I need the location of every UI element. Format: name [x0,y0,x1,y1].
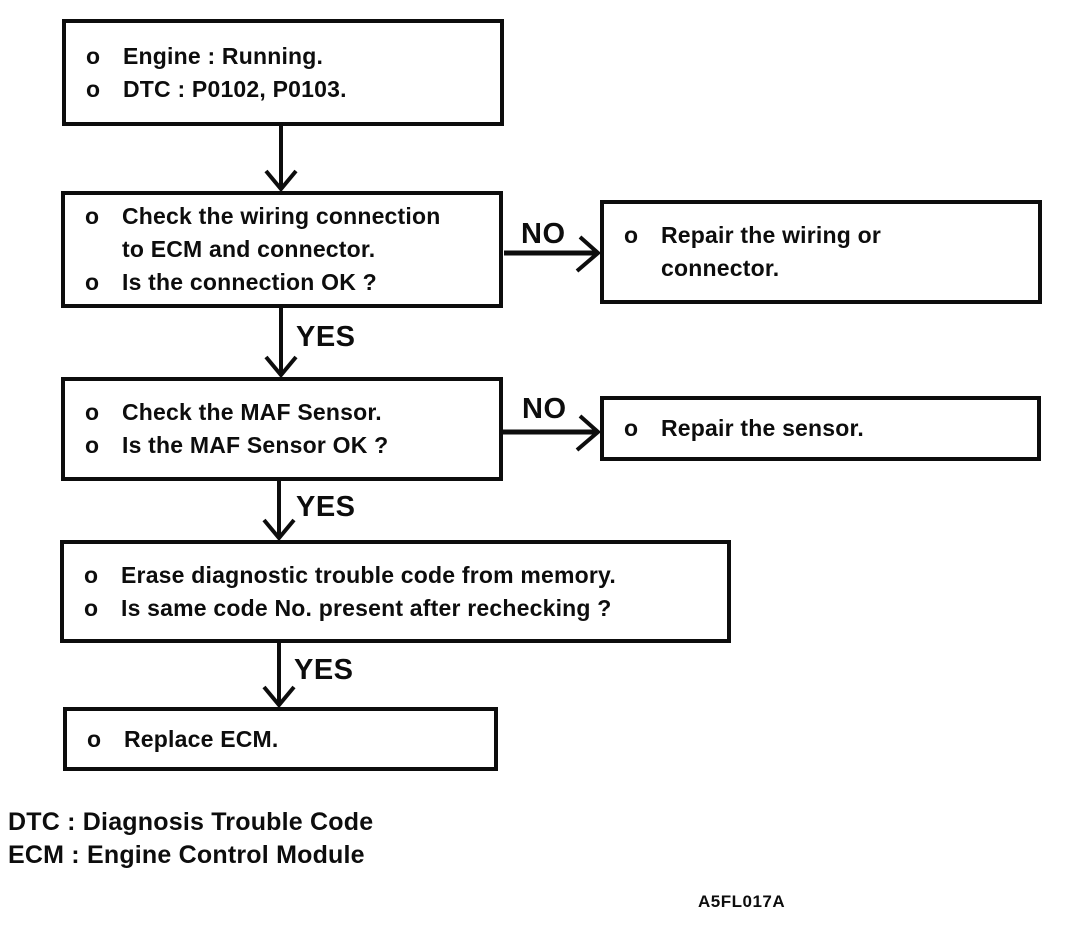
box-text-maf-ok: Is the MAF Sensor OK ? [122,432,389,458]
flow-box-check-maf-sensor: o Check the MAF Sensor. o Is the MAF Sen… [61,377,503,481]
legend-line-dtc: DTC : Diagnosis Trouble Code [8,808,374,836]
arrowhead-down-check-wiring-to-check-maf [264,355,298,379]
edge-label-yes-check-wiring: YES [296,321,356,353]
bullet-marker: o [86,75,101,102]
list-item: o Check the wiring connection to ECM and… [85,200,491,266]
legend-line-ecm: ECM : Engine Control Module [8,841,365,869]
list-item: o Is the connection OK ? [85,266,491,299]
flow-box-check-wiring: o Check the wiring connection to ECM and… [61,191,503,308]
arrowhead-right-check-wiring-to-repair-wiring [575,235,602,273]
list-item: o Repair the wiring or connector. [624,219,1030,285]
flow-box-start-conditions: o Engine : Running. o DTC : P0102, P0103… [62,19,504,126]
list-item: o Is same code No. present after recheck… [84,592,719,625]
flow-box-repair-wiring: o Repair the wiring or connector. [600,200,1042,304]
flow-box-replace-ecm: o Replace ECM. [63,707,498,771]
box-text-repair-sensor: Repair the sensor. [661,415,865,441]
edge-label-yes-check-maf: YES [296,491,356,523]
bullet-marker: o [84,561,99,588]
box-text-repair-wiring: Repair the wiring or connector. [661,222,881,281]
figure-code: A5FL017A [698,892,786,911]
list-item: o Erase diagnostic trouble code from mem… [84,559,719,592]
bullet-marker: o [85,399,100,425]
bullet-marker: o [85,269,100,295]
bullet-marker: o [85,203,100,229]
edge-label-no-check-wiring: NO [521,218,566,250]
bullet-marker: o [84,594,99,621]
arrowhead-down-start-to-check-wiring [264,169,298,193]
list-item: o Is the MAF Sensor OK ? [85,429,491,462]
list-item: o Replace ECM. [87,723,486,756]
bullet-marker: o [624,415,639,441]
list-item: o Repair the sensor. [624,412,1029,445]
box-text-replace-ecm: Replace ECM. [124,725,279,752]
bullet-marker: o [87,725,102,752]
abbreviation-legend: DTC : Diagnosis Trouble Code ECM : Engin… [8,806,373,872]
flow-box-erase-dtc: o Erase diagnostic trouble code from mem… [60,540,731,643]
arrowhead-down-check-maf-to-erase-dtc [262,518,296,542]
arrowhead-right-check-maf-to-repair-sensor [575,414,602,452]
list-item: o Check the MAF Sensor. [85,396,491,429]
flow-box-repair-sensor: o Repair the sensor. [600,396,1041,461]
box-text-check-maf: Check the MAF Sensor. [122,399,382,425]
box-text-erase-code: Erase diagnostic trouble code from memor… [121,561,616,588]
edge-label-yes-erase-dtc: YES [294,654,354,686]
box-text-dtc-codes: DTC : P0102, P0103. [123,75,347,102]
box-text-same-code: Is same code No. present after recheckin… [121,594,612,621]
list-item: o DTC : P0102, P0103. [86,73,492,106]
arrowhead-down-erase-dtc-to-replace-ecm [262,685,296,709]
bullet-marker: o [86,42,101,69]
box-text-engine-running: Engine : Running. [123,42,324,69]
box-text-check-wiring: Check the wiring connection to ECM and c… [122,203,441,262]
bullet-marker: o [624,222,639,248]
box-text-connection-ok: Is the connection OK ? [122,269,377,295]
edge-label-no-check-maf: NO [522,393,567,425]
bullet-marker: o [85,432,100,458]
list-item: o Engine : Running. [86,40,492,73]
